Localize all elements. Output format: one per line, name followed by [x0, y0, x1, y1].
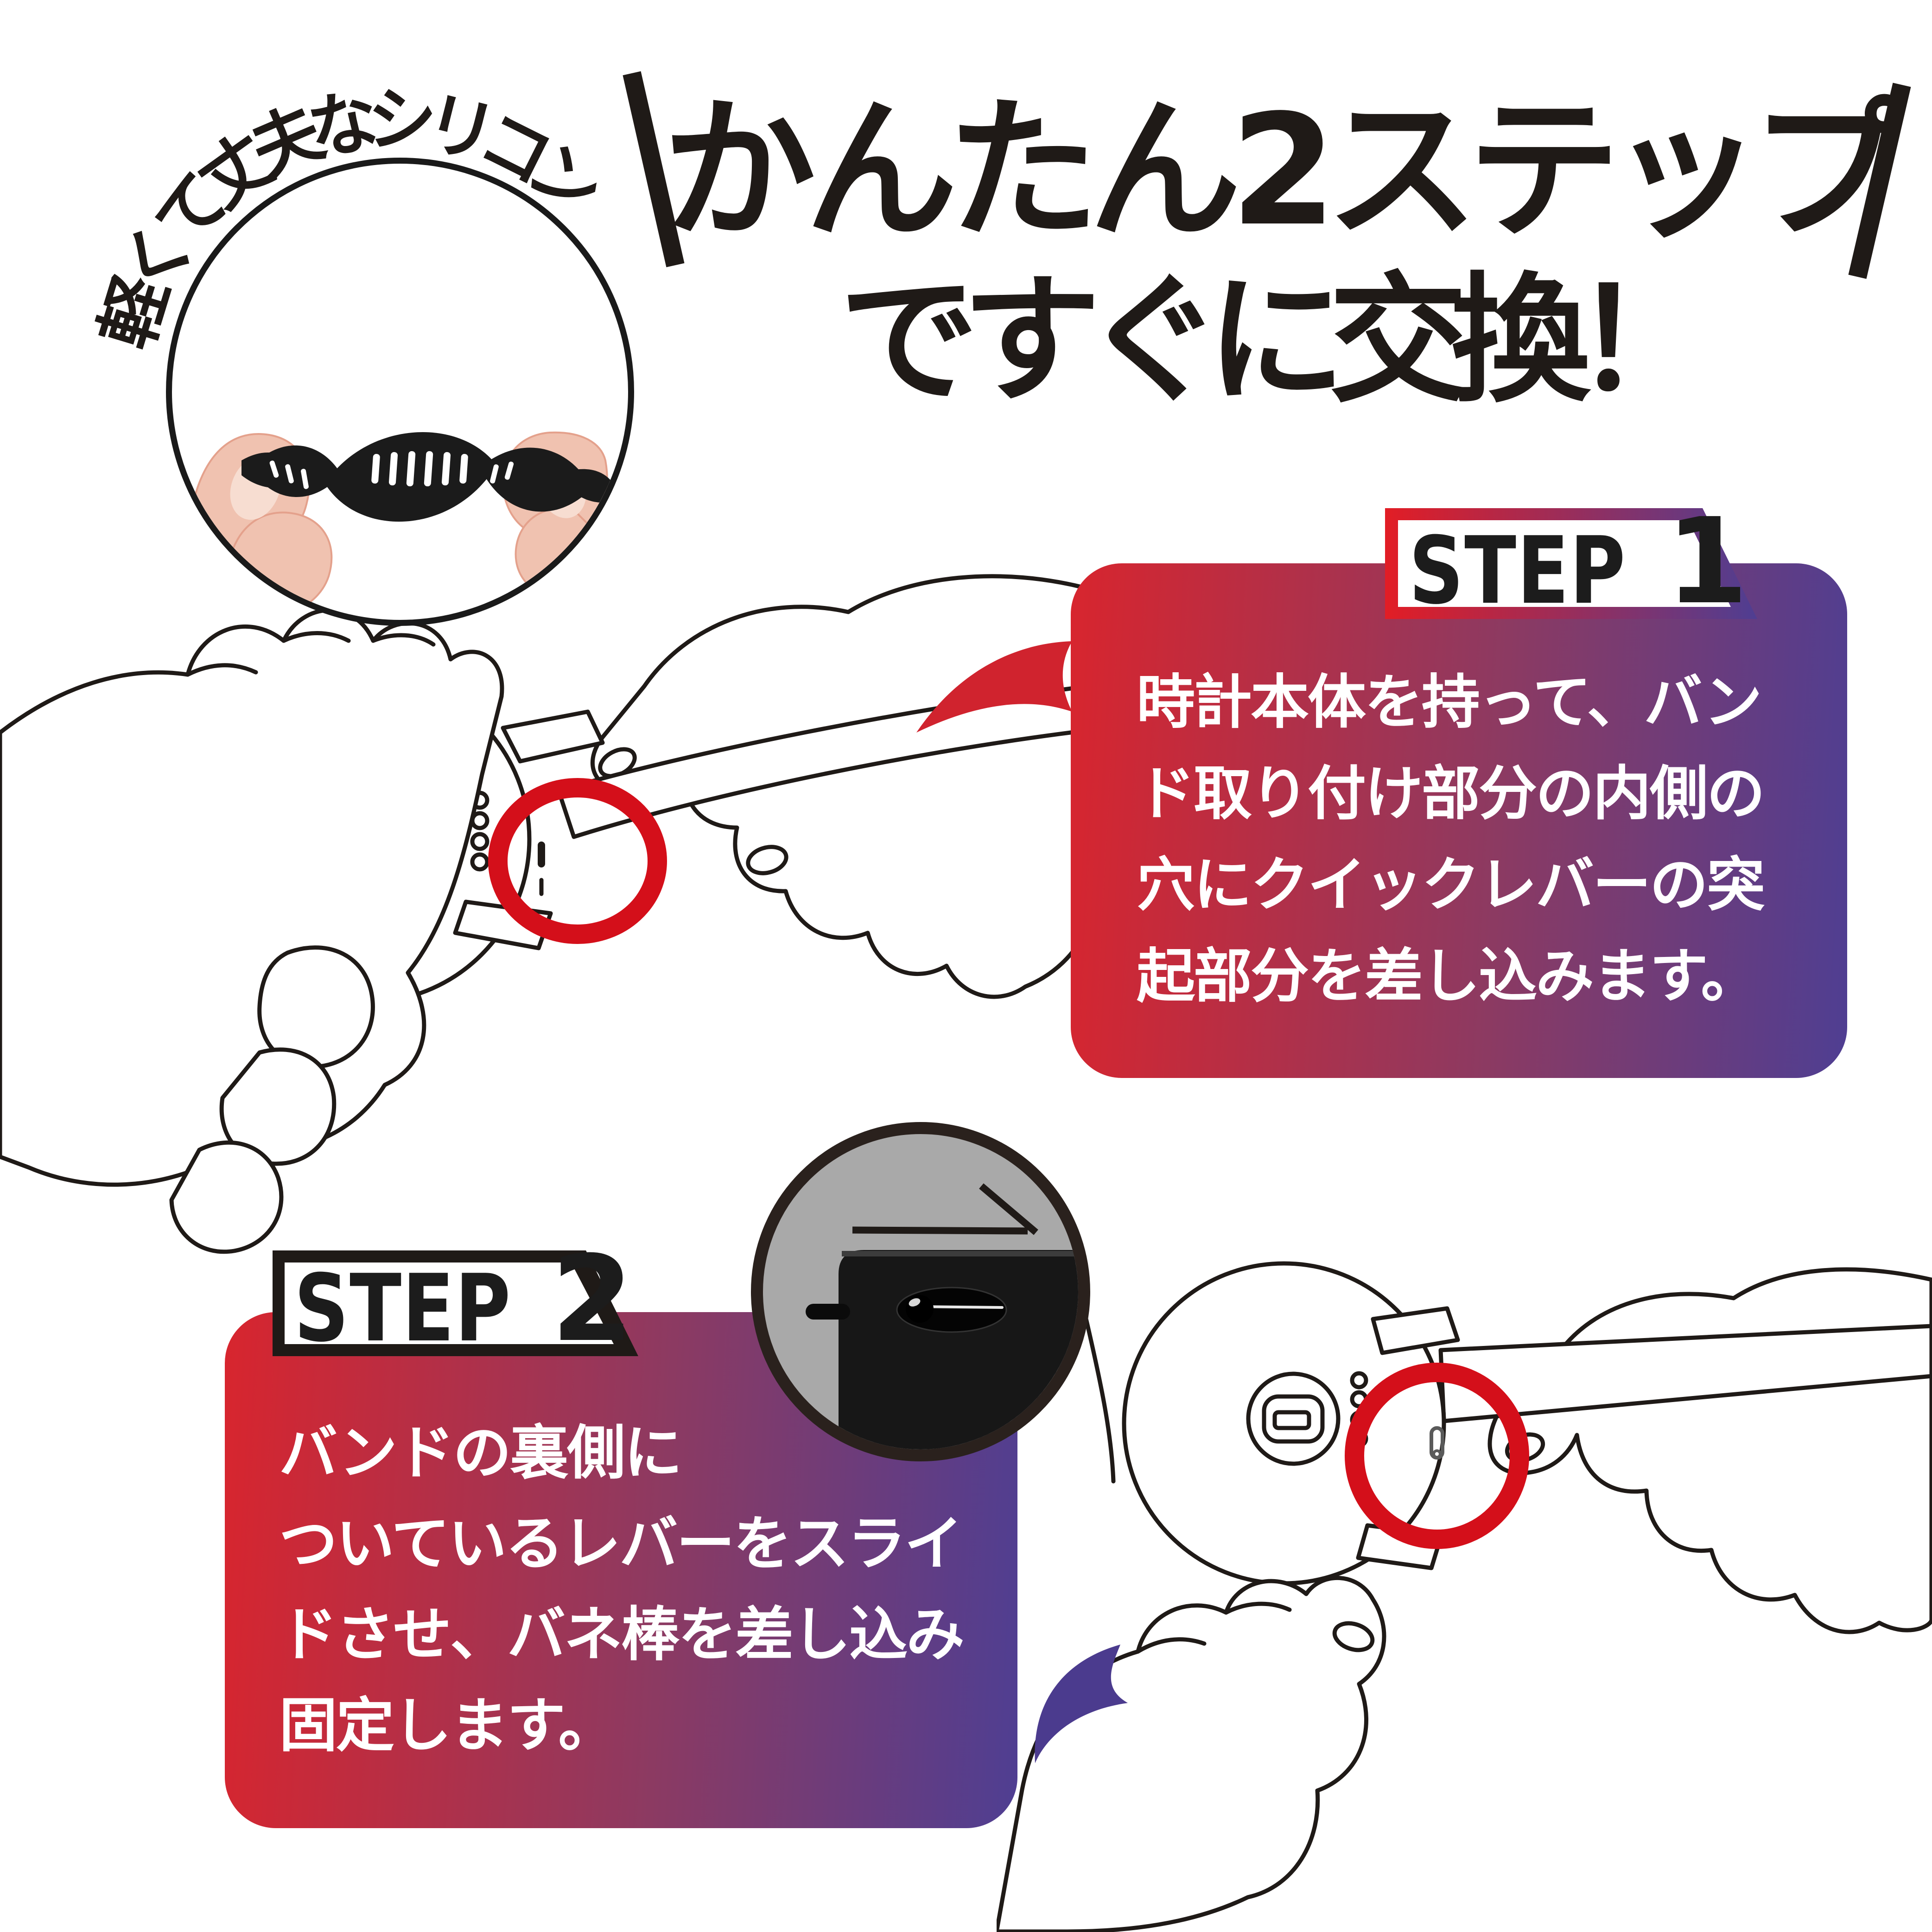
watch-lug-top [501, 709, 605, 764]
stretched-band-photo [189, 431, 616, 616]
step1-panel [1071, 563, 1847, 1078]
step1-description: 時計本体を持って、バン ド取り付け部分の内側の 穴にクイックレバーの突 起部分を… [1137, 657, 1860, 1022]
fingertip [219, 1047, 337, 1166]
step2-line: バンドの裏側に [279, 1419, 682, 1487]
thumbnail [746, 845, 788, 875]
step1-line: ド取り付け部分の内側の [1137, 759, 1765, 828]
step1-label-number: 1 [1666, 493, 1748, 631]
fingertip [257, 945, 375, 1069]
charging-port [1246, 1371, 1341, 1466]
step1-line: 起部分を差し込みます。 [1137, 942, 1759, 1010]
badge-arc-char: リ [416, 81, 504, 177]
step2-label-number: 2 [551, 1231, 634, 1368]
arm-line [1080, 1301, 1116, 1484]
step2-line: ついているレバーをスライ [279, 1510, 963, 1578]
heading-line1: かんたん2ステップ [663, 82, 1904, 260]
step2-illustration [997, 1261, 1932, 1932]
step2-label: STEP 2 [290, 1240, 634, 1363]
lever-closeup-photo [751, 1122, 1090, 1461]
step2-line: 固定します。 [279, 1691, 616, 1760]
step1-line: 穴にクイックレバーの突 [1137, 851, 1765, 919]
band-back-surface [839, 1250, 1078, 1449]
band-vent-slots [269, 451, 514, 489]
step1-label-plate [1385, 508, 1757, 619]
left-hand-outline [997, 1575, 1386, 1932]
heading-line2: ですぐに交換！ [839, 260, 1713, 421]
emphasis-slash-right-icon [1848, 83, 1911, 279]
step1-illustration [0, 574, 1089, 1254]
step2-line: ドさせ、バネ棒を差し込み [279, 1600, 965, 1669]
emphasis-slash-left-icon [623, 71, 685, 268]
step2-speech-tail-icon [1035, 1645, 1128, 1763]
spring-bar-pin [538, 842, 545, 867]
highlight-circle-icon [488, 778, 667, 944]
step1-label: STEP 1 [1405, 503, 1748, 625]
spring-bar-pin [806, 1304, 850, 1320]
step2-label-plate [273, 1250, 638, 1356]
lever-knob [906, 1295, 934, 1323]
fingertip [169, 1140, 284, 1254]
step2-description: バンドの裏側に ついているレバーをスライ ドさせ、バネ棒を差し込み 固定します。 [279, 1408, 1030, 1771]
fingernail [1332, 1621, 1375, 1652]
watch-lug-top [1371, 1306, 1460, 1355]
badge-arc-char: な [301, 79, 385, 172]
slide-arrow-icon [852, 1183, 1038, 1235]
step1-line: 時計本体を持って、バン [1137, 668, 1762, 736]
highlight-circle-icon [1345, 1363, 1529, 1549]
step2-label-word: STEP [294, 1255, 512, 1363]
step1-speech-tail-icon [916, 641, 1072, 733]
badge-arc-char: シ [366, 79, 438, 162]
badge-arc-char: 軽 [86, 267, 184, 358]
silicone-band-photo-badge [166, 158, 634, 626]
right-hand-outline [1487, 1267, 1932, 1634]
step1-label-word: STEP [1409, 517, 1627, 625]
